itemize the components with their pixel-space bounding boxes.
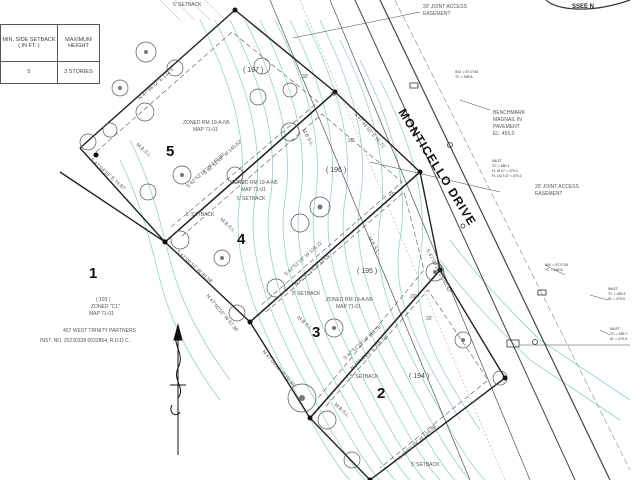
- zoning-label-2: ZONED RM 19-A-N5: [231, 180, 278, 186]
- svg-text:EASEMENT: EASEMENT: [535, 191, 563, 197]
- svg-text:INLET: INLET: [492, 159, 503, 163]
- dimension-label: 20': [426, 316, 433, 322]
- contour-lines: [119, 19, 631, 480]
- svg-text:TC = 465.8: TC = 465.8: [545, 268, 562, 272]
- mbsl-label: M.B.S.L.: [300, 128, 315, 148]
- lot-number-1: 1: [89, 265, 97, 282]
- lot-number-2: 2: [377, 385, 385, 402]
- dimension-label: 30': [302, 74, 309, 80]
- setback-lines: [95, 31, 489, 469]
- svg-text:EL = 479.5: EL = 479.5: [608, 297, 625, 301]
- svg-text:TC = 480.1: TC = 480.1: [492, 164, 509, 168]
- svg-text:TC = 483.5: TC = 483.5: [608, 292, 625, 296]
- zoning-map-2: MAP 71-01: [241, 187, 266, 193]
- bearing-label: S 42°51'19" W 140.62': [202, 139, 243, 177]
- svg-text:INLET: INLET: [608, 287, 619, 291]
- lot1-instrument: INST. NO. 20230328 0022854, R.O.D.C.: [40, 338, 130, 344]
- easement-note-mid: 20' JOINT ACCESS EASEMENT: [535, 184, 580, 197]
- tree-symbols: [79, 41, 508, 469]
- benchmark-note: BENCHMARK MAGNAIL IN PAVEMENT EL: 455.0: [493, 110, 526, 137]
- bearing-label: N 42°51'19" E 129.6': [293, 252, 331, 287]
- svg-text:FL W.47 = 479.2: FL W.47 = 479.2: [492, 169, 518, 173]
- seal-text: SSEE N: [572, 4, 594, 10]
- zoning-label: ZONED RM 19-A-N5: [183, 120, 230, 126]
- bearing-label: N 47°00'10" W 67.36': [204, 293, 239, 333]
- svg-text:EL = 479.5: EL = 479.5: [610, 337, 627, 341]
- setback-table: MIN. SIDE SETBACK ( IN FT. ) MAXIMUM HEI…: [0, 24, 101, 85]
- setback-label: 5' SETBACK: [350, 374, 379, 380]
- setback-label: 5' SETBACK: [411, 462, 440, 468]
- mbsl-label: M.B.S.L.: [366, 236, 381, 256]
- lot1-map: MAP 71-01: [89, 311, 114, 317]
- parcel-197: ( 197 ): [243, 67, 263, 74]
- table-header-height: MAXIMUM HEIGHT: [56, 24, 101, 62]
- setback-label: 5' SETBACK: [292, 291, 321, 297]
- inlet-note-2: INLET TC = 480.1 FL W.47 = 479.2 FL OUT.…: [492, 159, 522, 178]
- svg-text:PAVEMENT: PAVEMENT: [493, 124, 520, 130]
- setback-label: 5' SETBACK: [173, 2, 202, 8]
- table-cell-setback: 5: [0, 60, 58, 85]
- table-header-setback: MIN. SIDE SETBACK ( IN FT. ): [0, 24, 58, 62]
- inlet-note-5: INLET TC = 485.7 EL = 479.5: [610, 327, 627, 341]
- svg-text:20' JOINT ACCESS: 20' JOINT ACCESS: [423, 4, 468, 10]
- bearing-label: S 42°51'19" W 126.11': [283, 240, 324, 278]
- svg-text:FL OUT.47 = 479.2: FL OUT.47 = 479.2: [492, 174, 522, 178]
- lot-number-5: 5: [166, 143, 174, 160]
- bearing-label: S 42°51'19" W 124.88': [397, 424, 438, 462]
- north-arrow: [170, 323, 186, 455]
- svg-text:20' JOINT ACCESS: 20' JOINT ACCESS: [535, 184, 580, 190]
- lot1-parcel: ( 193 ): [96, 297, 111, 303]
- dimension-label: 30': [330, 92, 337, 98]
- dimension-label: 20': [410, 294, 417, 300]
- inlet-note-4: INLET TC = 483.5 EL = 479.5: [608, 287, 625, 301]
- seal-stamp: SSEE N: [545, 0, 631, 10]
- setback-label: 5' SETBACK: [237, 196, 266, 202]
- svg-text:MAGNAIL IN: MAGNAIL IN: [493, 117, 522, 123]
- setback-label: 5' SETBACK: [186, 212, 215, 218]
- svg-text:EASEMENT: EASEMENT: [423, 11, 451, 17]
- svg-text:TC = 455.8: TC = 455.8: [455, 75, 472, 79]
- table-cell-height: 3 STORIES: [56, 60, 101, 85]
- hatched-area: [159, 0, 226, 21]
- lot-1-info: ( 193 ) ZONED "C1" MAP 71-01 407 WEST TR…: [40, 297, 137, 344]
- lot-number-3: 3: [312, 324, 320, 341]
- lot-boundaries: [59, 9, 506, 480]
- svg-text:BENCHMARK: BENCHMARK: [493, 110, 526, 116]
- inlet-note-1: INV. = 57.0745 TC = 455.8: [455, 70, 478, 79]
- parcel-194: ( 194 ): [409, 373, 429, 380]
- road-edges: [269, 0, 631, 480]
- zoning-map: MAP 71-01: [193, 127, 218, 133]
- zoning-map-3: MAP 71-01: [336, 304, 361, 310]
- lot1-owner: 407 WEST TRINITY PARTNERS: [63, 328, 137, 334]
- leader-lines: [292, 11, 630, 346]
- road-name: MONTICELLO DRIVE: [395, 106, 479, 228]
- bearing-label: S 47°00'10" W 49.58': [175, 249, 214, 285]
- svg-text:INLET: INLET: [610, 327, 621, 331]
- parcel-196: ( 196 ): [326, 167, 346, 174]
- parcel-195: ( 195 ): [357, 268, 377, 275]
- lot1-zoned: ZONED "C1": [91, 304, 120, 310]
- dimension-label: 20': [389, 192, 396, 198]
- utility-marks: [409, 82, 547, 348]
- inlet-note-3: INV. = 57.0745 TC = 465.8: [545, 263, 568, 272]
- lot-number-4: 4: [237, 231, 246, 248]
- svg-text:EL: 455.0: EL: 455.0: [493, 131, 515, 137]
- svg-text:INV. = 57.0745: INV. = 57.0745: [455, 70, 478, 74]
- dimension-label: 20': [348, 138, 355, 144]
- zoning-label-3: ZONED RM 19-A-N5: [326, 297, 373, 303]
- svg-text:INV. = 57.0745: INV. = 57.0745: [545, 263, 568, 267]
- svg-text:TC = 485.7: TC = 485.7: [610, 332, 627, 336]
- mbsl-label: M.B.S.L.: [219, 217, 237, 234]
- easement-note-top: 20' JOINT ACCESS EASEMENT: [423, 4, 468, 17]
- bearing-label: N 47°46'32" E 132.9': [137, 66, 175, 101]
- tree-dots: [118, 50, 465, 401]
